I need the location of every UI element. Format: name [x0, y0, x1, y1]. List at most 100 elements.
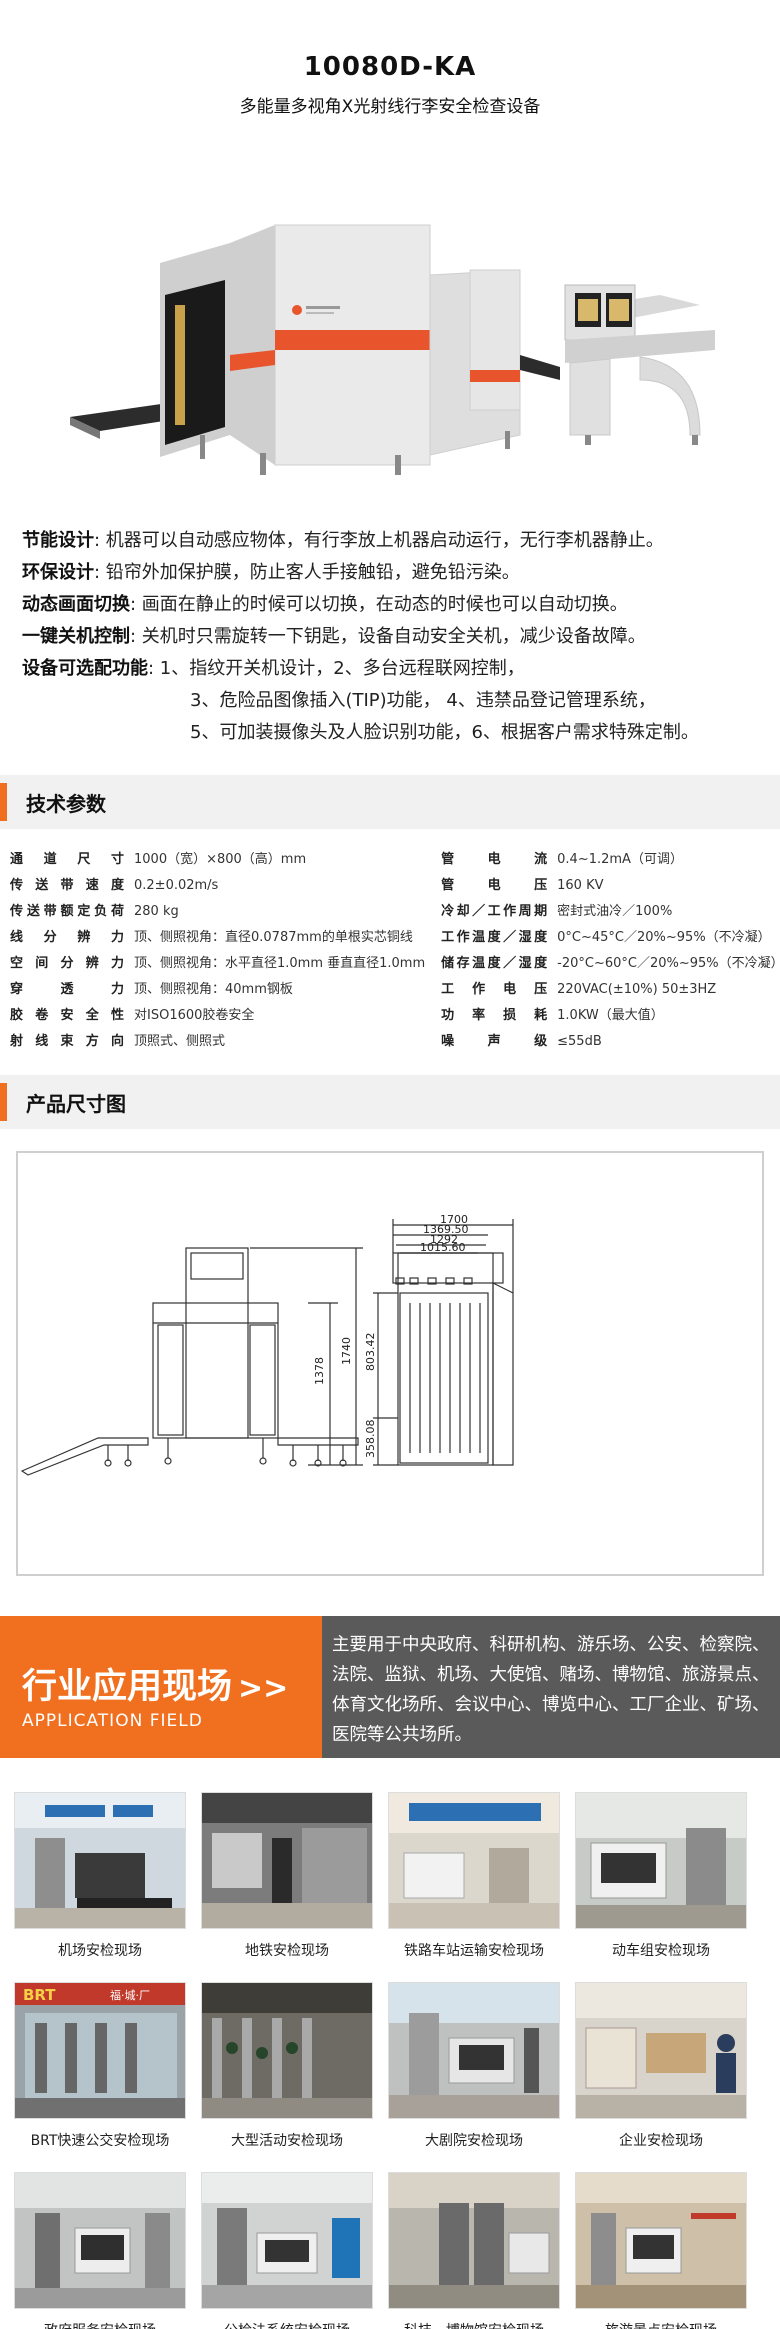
spec-value: 顶、侧照视角：直径0.0787mm的单根实芯铜线 [134, 930, 413, 945]
spec-value: 0.2±0.02m/s [134, 878, 219, 893]
spec-row: 储存温度／湿度 -20°C~60°C／20%~95%（不冷凝） [441, 951, 780, 977]
spec-value: 1.0KW（最大值） [557, 1008, 664, 1023]
site-photo-tourist-spot [575, 2172, 747, 2309]
site-card: 科技、博物馆安检现场 [388, 2172, 560, 2329]
site-card: 企业安检现场 [575, 1982, 747, 2172]
spec-row: 功率损耗 1.0KW（最大值） [441, 1003, 780, 1029]
model-number: 10080D-KA [303, 52, 477, 82]
spec-row: 管电压 160 KV [441, 873, 780, 899]
application-banner: 行业应用现场>> APPLICATION FIELD 主要用于中央政府、科研机构… [0, 1616, 780, 1758]
feature-item: 设备可选配功能: 1、指纹开关机设计，2、多台远程联网控制， [22, 653, 758, 685]
site-card: 公检法系统安检现场 [201, 2172, 373, 2329]
feature-continuation: 3、危险品图像插入(TIP)功能， 4、违禁品登记管理系统， [190, 690, 656, 711]
spec-key: 空间分辨力 [10, 956, 124, 971]
application-description: 主要用于中央政府、科研机构、游乐场、公安、检察院、法院、监狱、机场、大使馆、赌场… [322, 1616, 780, 1758]
spec-value: 280 kg [134, 904, 179, 919]
spec-value: 密封式油冷／100% [557, 904, 673, 919]
product-illustration [0, 135, 780, 525]
site-photo-museum [388, 2172, 560, 2309]
spec-value: 0°C~45°C／20%~95%（不冷凝） [557, 930, 771, 945]
spec-row: 传送带速度 0.2±0.02m/s [10, 873, 425, 899]
site-caption: 政府服务安检现场 [14, 2320, 186, 2329]
spec-value: 220VAC(±10%) 50±3HZ [557, 982, 717, 997]
size-section-header: 产品尺寸图 [0, 1075, 780, 1129]
feature-continuation: 5、可加装摄像头及人脸识别功能，6、根据客户需求特殊定制。 [190, 722, 699, 743]
site-caption: 公检法系统安检现场 [201, 2320, 373, 2329]
spec-value: ≤55dB [557, 1034, 602, 1049]
dim-label-1740: 1740 [340, 1337, 353, 1365]
spec-value: 顶照式、侧照式 [134, 1034, 226, 1049]
section-title: 产品尺寸图 [26, 1092, 126, 1116]
feature-list: 节能设计: 机器可以自动感应物体，有行李放上机器启动运行，无行李机器静止。 环保… [0, 525, 780, 749]
application-title: 行业应用现场>> [22, 1658, 288, 1709]
spec-row: 空间分辨力顶、侧照视角：水平直径1.0mm 垂直直径1.0mm [10, 951, 425, 977]
feature-item: 一键关机控制: 关机时只需旋转一下钥匙，设备自动安全关机，减少设备故障。 [22, 621, 758, 653]
spec-row: 冷却／工作周期密封式油冷／100% [441, 899, 780, 925]
feature-label: 节能设计 [22, 530, 94, 551]
spec-row: 胶卷安全性对ISO1600胶卷安全 [10, 1003, 425, 1029]
feature-item: 节能设计: 机器可以自动感应物体，有行李放上机器启动运行，无行李机器静止。 [22, 525, 758, 557]
specs-section-header: 技术参数 [0, 775, 780, 829]
site-caption: 科技、博物馆安检现场 [388, 2320, 560, 2329]
site-caption: 地铁安检现场 [245, 1943, 329, 1959]
spec-key: 储存温度／湿度 [441, 956, 548, 971]
site-photo-law-enforcement [201, 2172, 373, 2309]
spec-value: 顶、侧照视角：水平直径1.0mm 垂直直径1.0mm [134, 956, 426, 971]
dim-label-1700: 1700 [440, 1213, 468, 1226]
site-card: 大型活动安检现场 [201, 1982, 373, 2172]
site-card: 地铁安检现场 [201, 1792, 373, 1982]
dim-label-358: 358.08 [364, 1420, 377, 1459]
site-caption: 旅游景点安检现场 [575, 2320, 747, 2329]
page-header: 10080D-KA 多能量多视角X光射线行李安全检查设备 [0, 0, 780, 117]
feature-label: 设备可选配功能 [22, 658, 148, 679]
spec-key: 胶卷安全性 [10, 1008, 124, 1023]
spec-key: 线分辨力 [10, 930, 124, 945]
site-card: 铁路车站运输安检现场 [388, 1792, 560, 1982]
spec-value: 160 KV [557, 878, 604, 893]
brt-sign-tag: 福·城·厂 [110, 1988, 150, 2002]
site-photo-enterprise [575, 1982, 747, 2119]
dimension-drawing: 1378 1740 1700 1369.50 1292 1015.60 803.… [16, 1151, 764, 1576]
site-card: 大剧院安检现场 [388, 1982, 560, 2172]
dim-label-1015: 1015.60 [420, 1241, 466, 1254]
application-english-title: APPLICATION FIELD [22, 1711, 203, 1731]
feature-text: : 机器可以自动感应物体，有行李放上机器启动运行，无行李机器静止。 [94, 530, 664, 551]
site-caption: 大剧院安检现场 [425, 2133, 523, 2149]
site-caption: 大型活动安检现场 [231, 2133, 343, 2149]
site-photo-brt: BRT 福·城·厂 [14, 1982, 186, 2119]
technical-drawing: 1378 1740 1700 1369.50 1292 1015.60 803.… [20, 1213, 514, 1476]
spec-value: 0.4~1.2mA（可调） [557, 852, 683, 867]
site-photo-airport [14, 1792, 186, 1929]
spec-value: 1000（宽）×800（高）mm [134, 852, 307, 867]
site-caption: BRT快速公交安检现场 [30, 2133, 170, 2149]
spec-row: 线分辨力顶、侧照视角：直径0.0787mm的单根实芯铜线 [10, 925, 425, 951]
feature-text: : 关机时只需旋转一下钥匙，设备自动安全关机，减少设备故障。 [130, 626, 646, 647]
feature-item: 动态画面切换: 画面在静止的时候可以切换，在动态的时候也可以自动切换。 [22, 589, 758, 621]
spec-key: 冷却／工作周期 [441, 904, 548, 919]
site-photo-government [14, 2172, 186, 2309]
spec-key: 管电压 [441, 878, 548, 893]
section-title: 技术参数 [26, 792, 106, 816]
brt-sign-text: BRT [23, 1986, 56, 2004]
spec-value: -20°C~60°C／20%~95%（不冷凝） [557, 956, 780, 971]
spec-key: 传送带速度 [10, 878, 124, 893]
spec-row: 穿透力顶、侧照视角：40mm钢板 [10, 977, 425, 1003]
double-chevron-icon: >> [238, 1671, 289, 1706]
feature-text: : 1、指纹开关机设计，2、多台远程联网控制， [148, 658, 525, 679]
spec-key: 功率损耗 [441, 1008, 548, 1023]
site-photo-subway [201, 1792, 373, 1929]
spec-value: 顶、侧照视角：40mm钢板 [134, 982, 293, 997]
site-photo-event [201, 1982, 373, 2119]
spec-value: 对ISO1600胶卷安全 [134, 1008, 255, 1023]
site-caption: 机场安检现场 [58, 1943, 142, 1959]
site-caption: 企业安检现场 [619, 2133, 703, 2149]
